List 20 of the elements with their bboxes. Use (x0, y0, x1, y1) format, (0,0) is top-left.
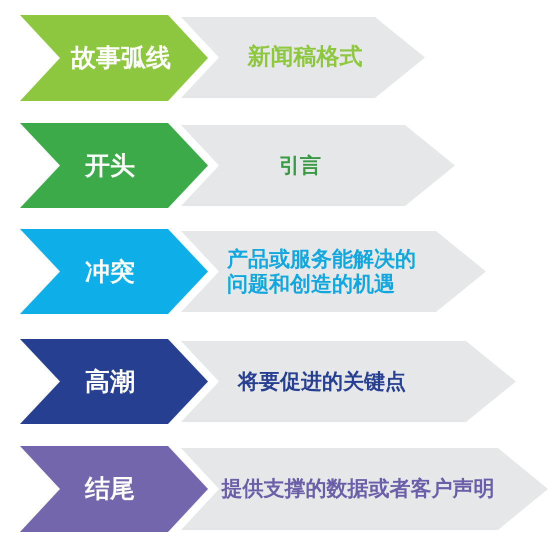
step-title: 冲突 (85, 256, 135, 286)
heading-banner (20, 339, 208, 424)
content-banner (181, 125, 455, 206)
step-title: 高潮 (85, 366, 135, 396)
heading-banner (20, 15, 208, 101)
step-title: 开头 (85, 150, 135, 180)
content-banner (181, 231, 486, 312)
heading-banner (20, 123, 208, 208)
content-banner (181, 448, 548, 530)
description-text: 提供支撑的数据或者客户声明 (222, 476, 494, 502)
description-text: 新闻稿格式 (248, 44, 362, 72)
description-text: 引言 (279, 152, 321, 178)
description-text: 产品或服务能解决的问题和创造的机遇 (227, 246, 417, 297)
description-text: 将要促进的关键点 (238, 368, 406, 394)
step-title: 故事弧线 (71, 43, 171, 73)
heading-banner (20, 446, 208, 532)
heading-banner (20, 229, 208, 314)
content-banner (181, 341, 516, 422)
step-title: 结尾 (85, 474, 135, 504)
content-banner (181, 17, 425, 98)
